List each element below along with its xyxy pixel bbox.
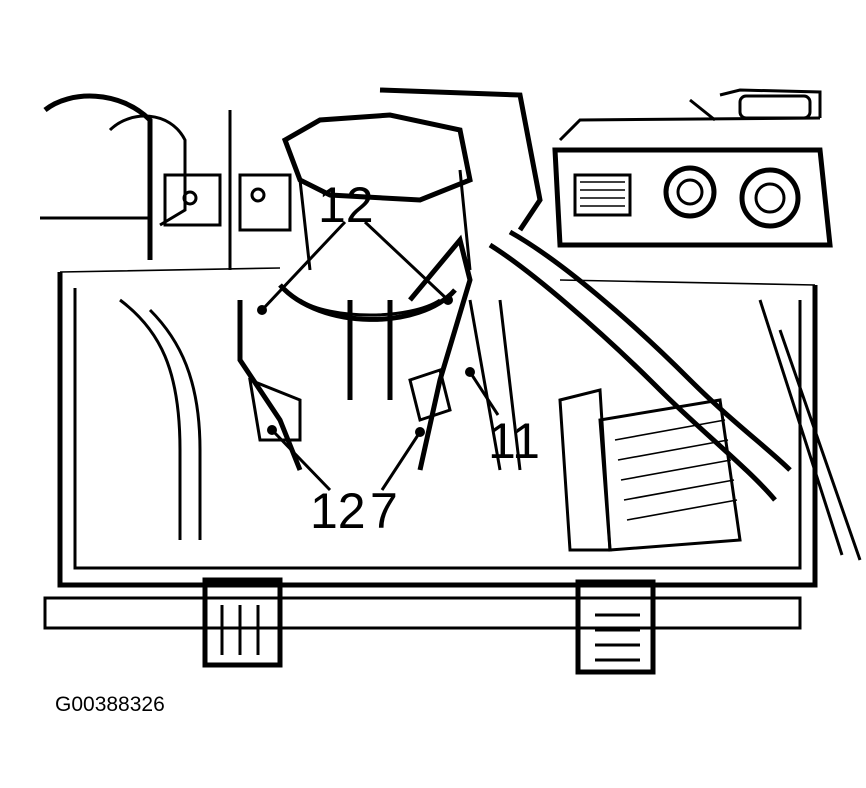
upper-dash [43, 87, 543, 271]
pedal-bracket [237, 234, 522, 471]
lower-dash-panel [40, 216, 862, 630]
fuse-block [558, 388, 742, 552]
callout-11: 11 [488, 413, 540, 469]
callout-12-bottom: 12 [310, 483, 366, 539]
support-bracket-left [202, 577, 283, 668]
leader-lines [257, 220, 500, 492]
callout-12-top: 12 [318, 177, 374, 233]
figure-id: G00388326 [55, 693, 165, 716]
wiring-harness [119, 229, 792, 540]
callout-7: 7 [370, 483, 398, 539]
support-bracket-right [575, 579, 656, 675]
center-console [552, 88, 833, 248]
